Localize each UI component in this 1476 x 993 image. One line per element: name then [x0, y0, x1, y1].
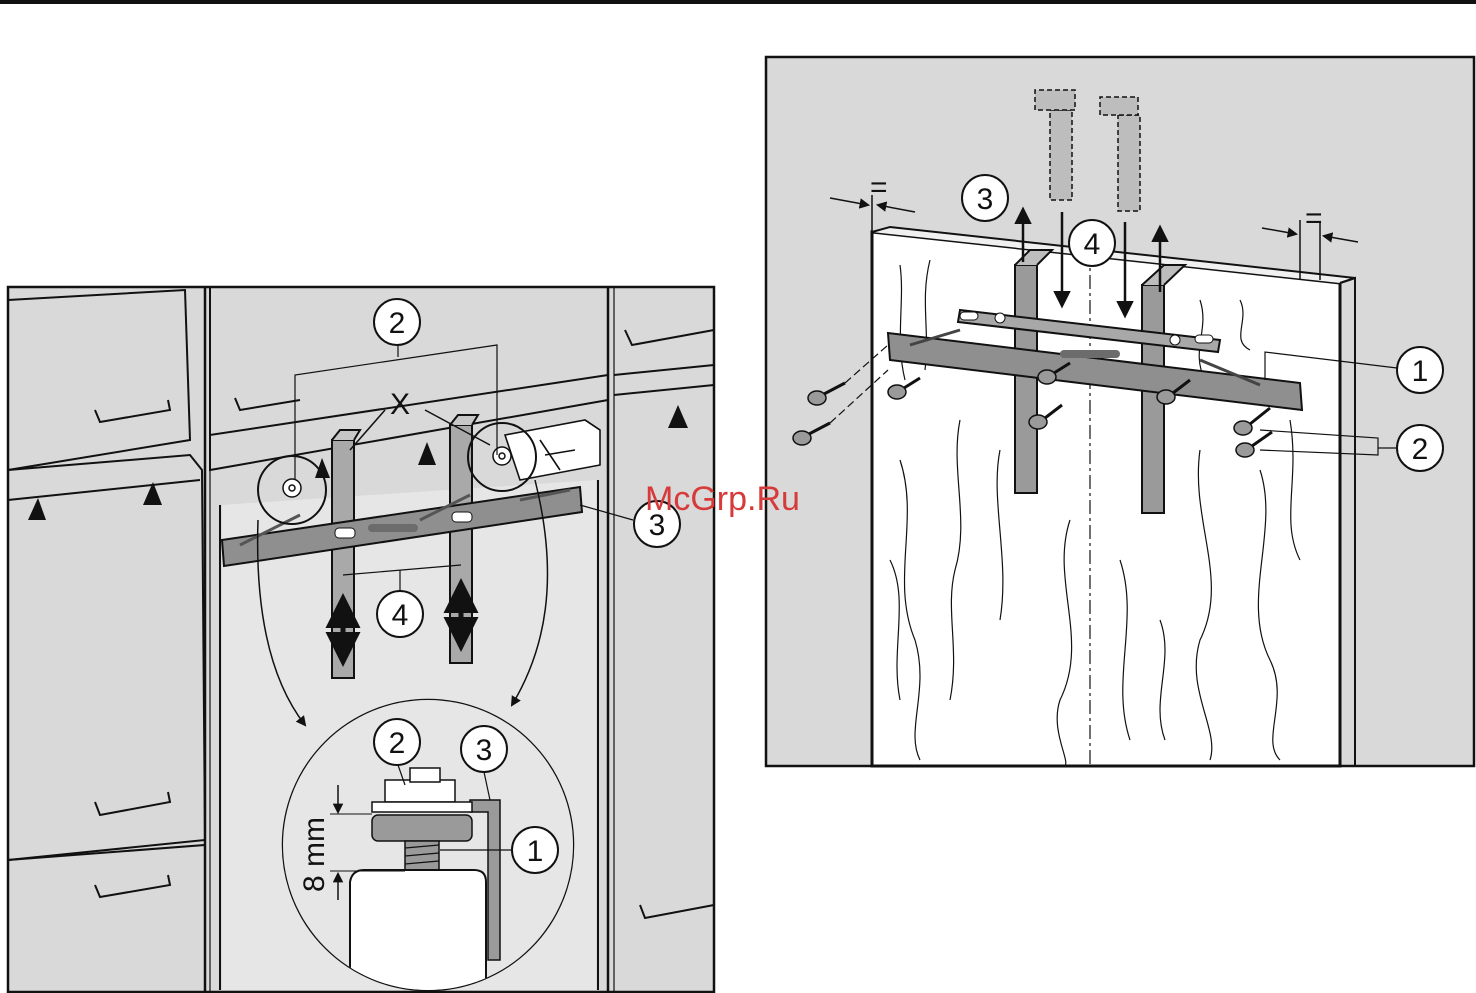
callout-1-label: 1: [1412, 355, 1429, 388]
screw-icon: [793, 431, 811, 445]
right-figure: = = 3 4 1 2: [766, 57, 1474, 766]
detail-callout-1-label: 1: [527, 835, 544, 868]
callout-2-label: 2: [389, 307, 406, 340]
detail-callout-3-label: 3: [476, 734, 493, 767]
equal-mark-left: =: [870, 171, 888, 204]
callout-4-label: 4: [1084, 228, 1101, 261]
callout-3-label: 3: [977, 183, 994, 216]
left-figure: X 2 3 4: [8, 287, 714, 993]
screw-icon: [1157, 390, 1175, 404]
screw-icon: [1029, 415, 1047, 429]
screw-icon: [888, 385, 906, 399]
callout-2-label: 2: [1412, 433, 1429, 466]
screw-icon: [1236, 443, 1254, 457]
callout-4-label: 4: [392, 599, 409, 632]
top-rule: [0, 0, 1476, 4]
equal-mark-right: =: [1305, 202, 1323, 235]
detail-callout-2-label: 2: [389, 727, 406, 760]
x-marker-label: X: [390, 388, 410, 421]
dimension-label: 8 mm: [298, 817, 331, 892]
screw-icon: [808, 391, 826, 405]
screw-icon: [1038, 370, 1056, 384]
watermark: McGrp.Ru: [645, 480, 800, 518]
door-panel: [872, 232, 1340, 766]
